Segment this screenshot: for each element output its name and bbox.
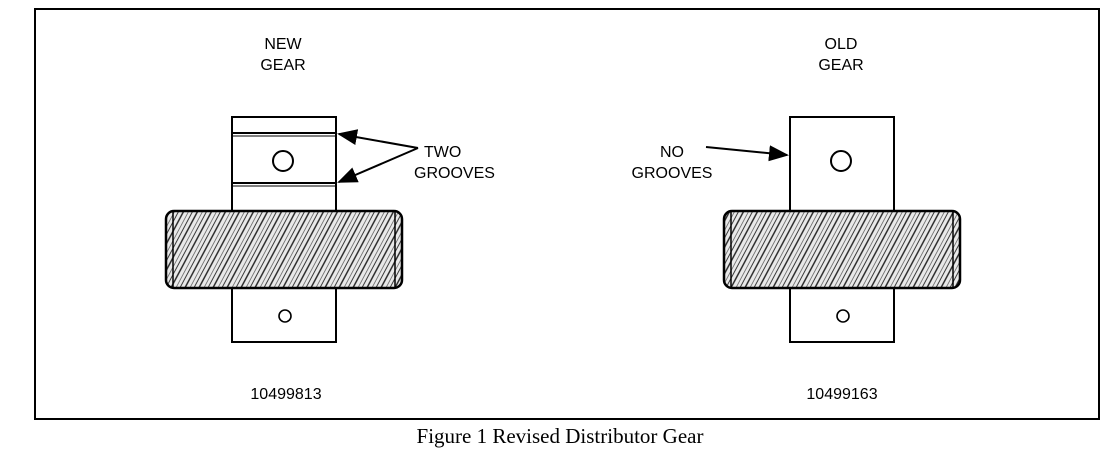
no-grooves-line1: NO (660, 144, 684, 161)
old-gear-title-line1: OLD (824, 36, 858, 53)
two-grooves-line2: GROOVES (414, 165, 495, 182)
old-gear-part-number: 10499163 (806, 386, 878, 403)
old-gear-lower-hole (836, 309, 850, 323)
two-grooves-arrows (337, 129, 419, 183)
old-gear-title-line2: GEAR (818, 57, 864, 74)
new-gear (164, 116, 404, 343)
new-gear-title-line2: GEAR (260, 57, 306, 74)
old-gear (722, 116, 962, 343)
old-gear-upper-hole (830, 150, 852, 172)
new-gear-teeth (164, 209, 404, 290)
new-gear-upper-hole (272, 150, 294, 172)
no-grooves-callout: NO GROOVES (612, 142, 732, 184)
old-gear-teeth (722, 209, 962, 290)
figure-caption: Figure 1 Revised Distributor Gear (416, 424, 704, 448)
no-grooves-arrow (705, 145, 789, 162)
no-grooves-line2: GROOVES (631, 165, 713, 182)
new-gear-part-number: 10499813 (250, 386, 322, 403)
two-grooves-callout: TWO GROOVES (414, 142, 524, 184)
new-gear-lower-hole (278, 309, 292, 323)
old-gear-title: OLD GEAR (806, 34, 876, 76)
two-grooves-line1: TWO (424, 144, 462, 161)
new-gear-title-line1: NEW (264, 36, 302, 53)
new-gear-title: NEW GEAR (248, 34, 318, 76)
